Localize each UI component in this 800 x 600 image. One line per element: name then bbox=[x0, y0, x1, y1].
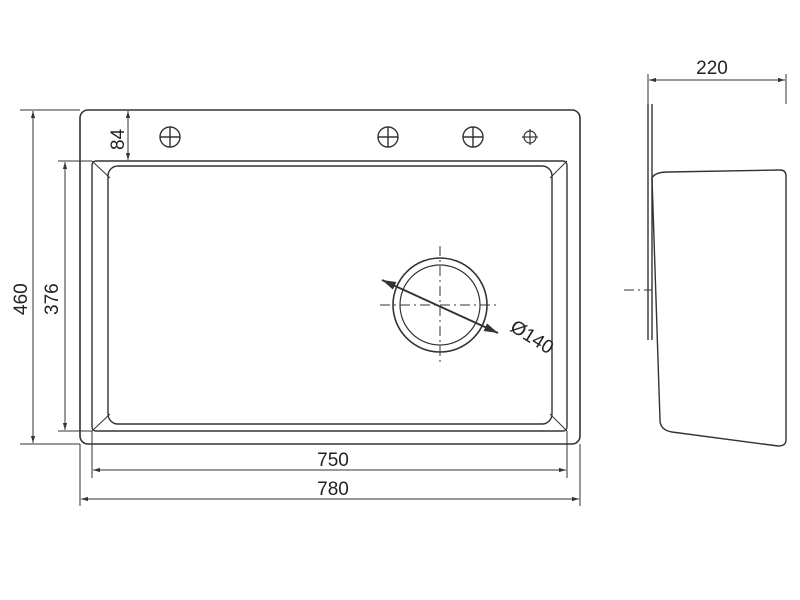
tap-hole-1 bbox=[159, 126, 181, 148]
outer-height-dimension bbox=[20, 109, 80, 445]
tap-hole-2 bbox=[377, 126, 399, 148]
inner-height-dimension bbox=[58, 160, 92, 432]
inner-height-label: 376 bbox=[42, 283, 63, 315]
outer-width-dimension bbox=[79, 444, 581, 506]
inner-width-label: 750 bbox=[317, 450, 349, 471]
tap-hole-3 bbox=[462, 126, 484, 148]
sink-outer-rim bbox=[79, 109, 581, 445]
bowl-profile bbox=[651, 169, 787, 447]
drain bbox=[380, 246, 500, 366]
bowl-corner-lines bbox=[91, 160, 568, 432]
top-view: Ø140 84 bbox=[79, 109, 581, 445]
depth-dimension bbox=[647, 74, 787, 104]
depth-label: 220 bbox=[696, 58, 728, 79]
side-view: 220 bbox=[624, 58, 787, 447]
tap-hole-small bbox=[522, 129, 538, 145]
sink-bowl bbox=[107, 165, 553, 425]
drain-diameter-label: Ø140 bbox=[506, 316, 557, 358]
inner-width-dimension bbox=[91, 431, 568, 478]
sink-deck-edge bbox=[91, 160, 568, 432]
deck-depth-label: 84 bbox=[108, 128, 129, 150]
outer-height-label: 460 bbox=[11, 283, 32, 315]
outer-width-label: 780 bbox=[317, 479, 349, 500]
